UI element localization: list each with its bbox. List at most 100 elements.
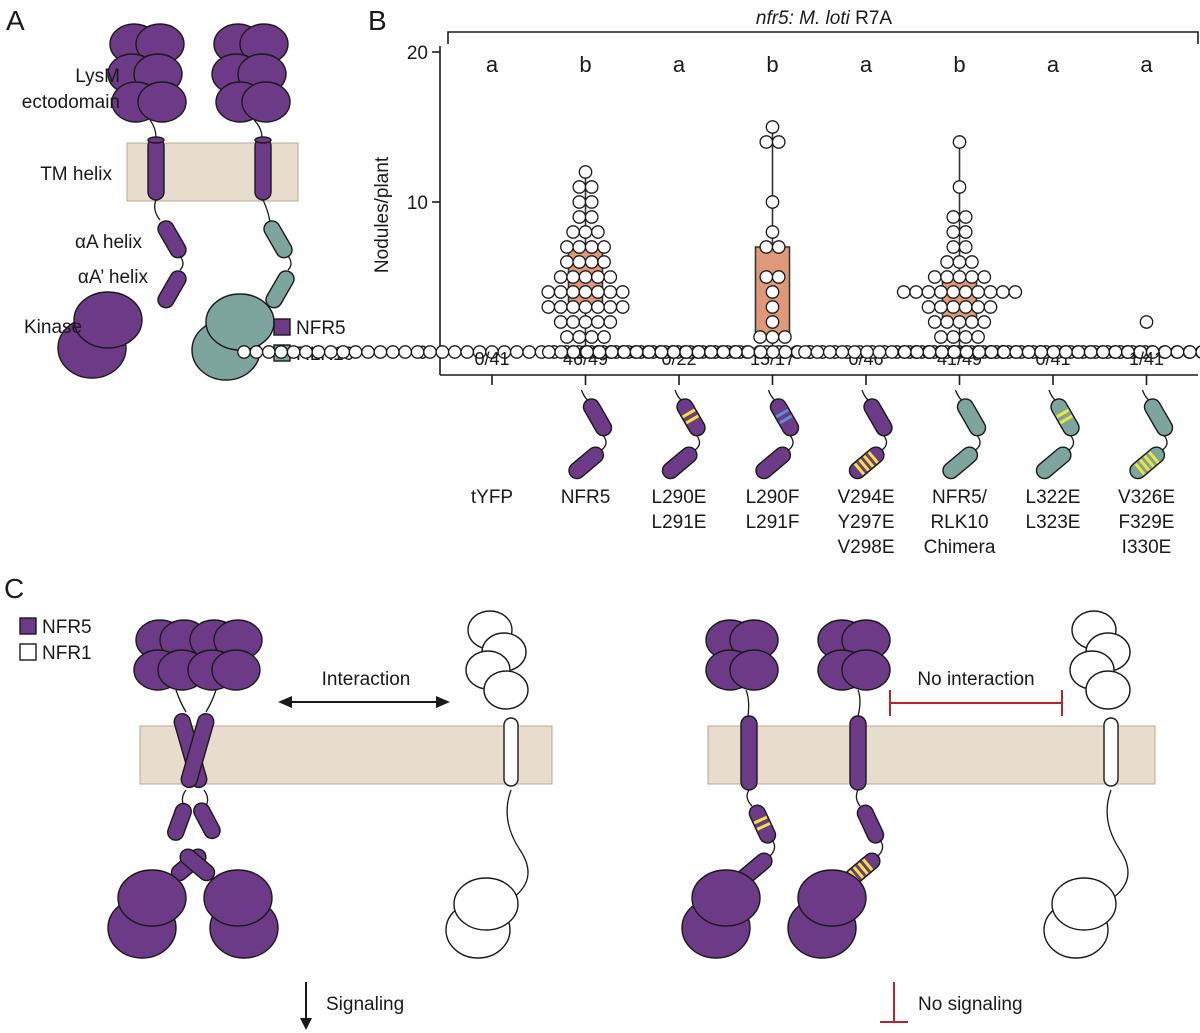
data-point: [965, 270, 979, 284]
data-point: [766, 345, 780, 359]
mutation-stripe: [853, 462, 866, 476]
data-point: [615, 285, 630, 299]
icon-helix-top: [956, 398, 987, 437]
data-point: [584, 240, 599, 254]
data-point: [946, 330, 961, 344]
data-point: [541, 300, 556, 314]
icon-helix-bottom: [568, 446, 605, 480]
data-point: [977, 270, 992, 284]
data-point: [336, 345, 351, 359]
legend-c-nfr1-label: NFR1: [42, 643, 92, 664]
icon-helix-top: [582, 398, 613, 437]
data-point: [603, 300, 618, 314]
interaction-arrow: [278, 696, 450, 708]
icon-linker: [1141, 389, 1149, 401]
condition-label: RLK10: [930, 512, 988, 533]
data-point: [1034, 345, 1048, 359]
data-point: [554, 345, 569, 359]
condition-label: Y297E: [837, 512, 894, 533]
data-point: [591, 225, 605, 239]
y-tick-label: 20: [407, 43, 428, 64]
icon-linker: [1048, 389, 1056, 401]
data-point: [778, 345, 793, 359]
data-point: [940, 255, 954, 269]
data-point: [460, 345, 475, 359]
data-point: [927, 315, 942, 329]
data-point: [952, 315, 967, 329]
data-point: [934, 285, 948, 299]
data-point: [572, 240, 587, 254]
data-point: [584, 210, 599, 224]
data-point: [572, 210, 587, 224]
icon-helix-top-body: [1143, 398, 1174, 437]
data-point: [237, 345, 251, 359]
data-point: [765, 225, 780, 239]
data-point: [971, 300, 985, 314]
data-point: [597, 240, 611, 254]
icon-helix-top-body: [676, 398, 706, 437]
nfr5-mutant-monomer-b: [787, 619, 891, 959]
data-point: [560, 330, 574, 344]
data-point: [584, 195, 599, 209]
count-label: 0/41: [474, 349, 509, 369]
data-point: [566, 315, 580, 329]
data-point: [728, 345, 743, 359]
icon-helix-top-body: [769, 398, 800, 437]
data-point: [578, 315, 593, 329]
data-point: [997, 345, 1011, 359]
data-point: [716, 345, 731, 359]
data-point: [771, 135, 786, 149]
legend-c: NFR5 NFR1: [19, 617, 92, 664]
icon-linker: [1162, 435, 1168, 451]
mutation-stripe: [681, 408, 696, 419]
icon-linker: [788, 435, 794, 451]
data-point: [572, 180, 587, 194]
data-point: [921, 300, 936, 314]
data-point: [759, 135, 774, 149]
data-point: [958, 300, 973, 314]
icon-helix-top: [1143, 398, 1174, 437]
data-point: [617, 345, 632, 359]
data-point: [1046, 345, 1061, 359]
data-point: [897, 345, 912, 359]
panel-b-letter: B: [368, 5, 387, 36]
condition-label: NFR5: [561, 487, 611, 508]
data-point: [286, 345, 301, 359]
data-point: [952, 255, 967, 269]
data-point: [578, 165, 593, 179]
data-point: [447, 345, 462, 359]
icon-helix-bottom-body: [568, 446, 605, 480]
data-point: [584, 330, 599, 344]
icon-helix-top: [1050, 398, 1080, 437]
data-point: [654, 345, 669, 359]
data-point: [958, 225, 973, 239]
icon-helix-bottom-body: [661, 446, 698, 480]
construct-icon: [848, 389, 893, 480]
significance-letter: a: [673, 52, 686, 77]
mutation-stripe: [775, 408, 790, 419]
data-point: [940, 270, 954, 284]
icon-helix-bottom: [1035, 446, 1072, 480]
data-point: [946, 285, 961, 299]
data-point: [361, 345, 375, 359]
legend-nfr5-label: NFR5: [296, 318, 346, 339]
data-point: [810, 345, 825, 359]
data-point: [946, 300, 961, 314]
panel-a-letter: A: [6, 5, 25, 36]
data-point: [765, 120, 780, 134]
data-point: [591, 315, 605, 329]
icon-helix-top-body: [582, 398, 613, 437]
rlk10-receptor-diagram: [211, 23, 291, 139]
condition-label: I330E: [1122, 537, 1172, 558]
condition-label: Chimera: [924, 537, 996, 558]
data-point: [965, 255, 979, 269]
data-point: [872, 345, 887, 359]
icon-helix-bottom: [942, 446, 979, 480]
icon-helix-bottom: [848, 446, 885, 480]
icon-helix-bottom: [661, 446, 698, 480]
data-point: [765, 195, 780, 209]
data-point: [704, 345, 718, 359]
data-point: [553, 270, 568, 284]
construct-icons: [568, 389, 1174, 480]
